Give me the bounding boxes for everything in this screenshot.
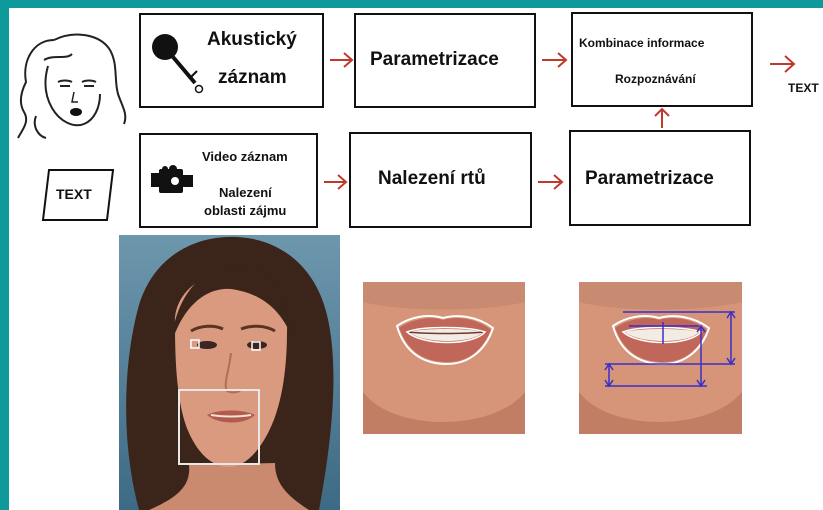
woman-face-icon	[14, 20, 132, 150]
parametrization-bottom-label: Parametrizace	[585, 168, 714, 190]
arrow-param-to-combine	[540, 50, 570, 70]
lip-measurement-image	[579, 282, 742, 434]
video-line3: oblasti zájmu	[204, 203, 286, 218]
text-card: TEXT	[41, 168, 115, 222]
acoustic-line1: Akustický	[207, 29, 297, 51]
arrow-lips-to-param	[536, 172, 566, 192]
lip-contour-image	[363, 282, 525, 434]
top-frame-bar	[0, 0, 823, 8]
combination-line2: Rozpoznávání	[615, 72, 696, 86]
parametrization-top-box: Parametrizace	[354, 13, 536, 108]
acoustic-line2: záznam	[218, 67, 287, 89]
lip-detection-box: Nalezení rtů	[349, 132, 532, 228]
video-camera-icon	[149, 165, 195, 197]
video-record-box: Video záznam Nalezení oblasti zájmu	[139, 133, 318, 228]
left-frame-bar	[0, 0, 9, 510]
text-card-label: TEXT	[56, 186, 92, 202]
lip-detection-label: Nalezení rtů	[378, 168, 486, 190]
parametrization-bottom-box: Parametrizace	[569, 130, 751, 226]
arrow-param-to-combine-up	[652, 106, 672, 130]
arrow-to-output	[768, 52, 798, 76]
arrow-video-to-lips	[322, 172, 350, 192]
combination-box: Kombinace informace Rozpoznávání	[571, 12, 753, 107]
parametrization-top-label: Parametrizace	[370, 49, 499, 71]
output-text-label: TEXT	[788, 81, 819, 95]
microphone-icon	[147, 27, 207, 95]
video-line1: Video záznam	[202, 149, 288, 164]
video-line2: Nalezení	[219, 185, 272, 200]
acoustic-record-box: Akustický záznam	[139, 13, 324, 108]
arrow-acoustic-to-param	[328, 50, 356, 70]
combination-line1: Kombinace informace	[579, 36, 704, 50]
face-photo	[119, 235, 340, 510]
